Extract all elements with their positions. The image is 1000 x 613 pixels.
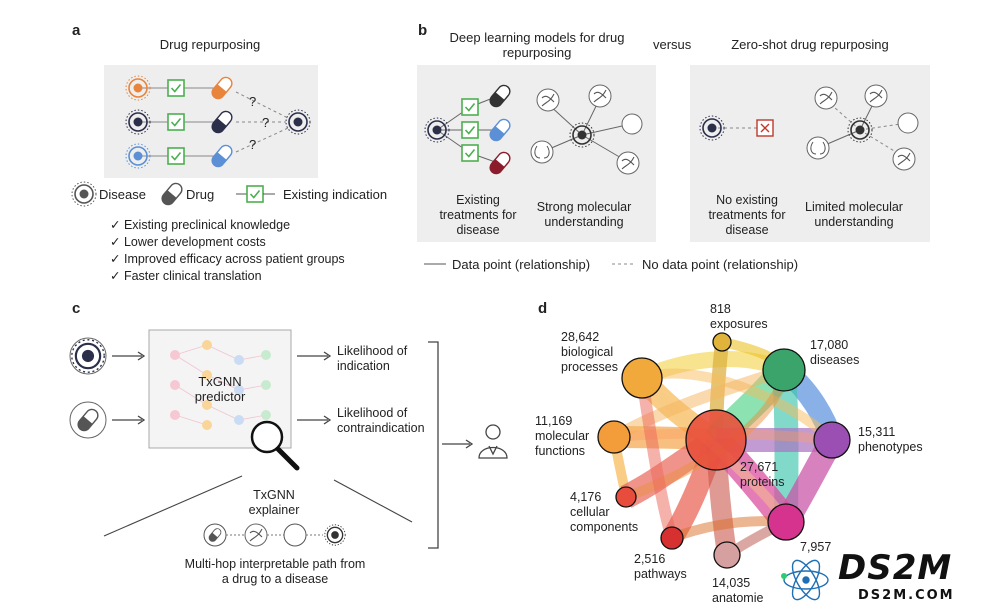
question-mark-3: ? bbox=[249, 137, 257, 152]
panel-b-title-left: Deep learning models for drug repurposin… bbox=[449, 30, 625, 60]
panel-d-letter: d bbox=[538, 300, 548, 317]
likelihood-indication: Likelihood of indication bbox=[337, 344, 408, 373]
doctor-icon bbox=[478, 424, 508, 459]
watermark-url: DS2M.COM bbox=[858, 588, 955, 603]
panel-b-right-graph bbox=[699, 84, 919, 171]
legend-disease-icon bbox=[71, 181, 97, 207]
watermark-atom-icon bbox=[781, 559, 829, 601]
label-existing-treatments: Existing treatments for disease bbox=[439, 193, 517, 237]
legend-solid-label: Data point (relationship) bbox=[452, 257, 591, 272]
legend-drug-icon bbox=[158, 180, 186, 208]
legend-indication-label: Existing indication bbox=[283, 187, 388, 202]
advantage-item: ✓ Existing preclinical knowledge bbox=[110, 218, 291, 232]
legend-dashed-label: No data point (relationship) bbox=[642, 257, 799, 272]
advantage-item: ✓ Improved efficacy across patient group… bbox=[110, 252, 345, 266]
panel-a-title: Drug repurposing bbox=[159, 37, 261, 52]
legend-check-icon bbox=[246, 185, 264, 203]
question-mark-1: ? bbox=[249, 94, 257, 109]
magnifier-icon bbox=[250, 420, 284, 454]
legend-drug-label: Drug bbox=[186, 187, 215, 202]
advantages-list: ✓ Existing preclinical knowledge ✓ Lower… bbox=[110, 217, 345, 285]
panel-b-letter: b bbox=[418, 22, 428, 39]
question-mark-2: ? bbox=[262, 115, 270, 130]
likelihood-contraindication: Likelihood of contraindication bbox=[337, 406, 425, 435]
advantage-item: ✓ Lower development costs bbox=[110, 235, 266, 249]
knowledge-graph-nodes bbox=[597, 332, 851, 569]
panel-a-rows bbox=[125, 74, 311, 170]
advantage-item: ✓ Faster clinical translation bbox=[110, 269, 262, 283]
label-strong-understanding: Strong molecular understanding bbox=[536, 200, 632, 229]
path-caption: Multi-hop interpretable path from a drug… bbox=[184, 557, 366, 586]
panel-a-letter: a bbox=[72, 22, 81, 39]
legend-disease-label: Disease bbox=[99, 187, 146, 202]
panel-b-versus: versus bbox=[653, 37, 692, 52]
label-limited-understanding: Limited molecular understanding bbox=[805, 200, 903, 229]
label-no-existing: No existing treatments for disease bbox=[708, 193, 786, 237]
predictor-label: TxGNN predictor bbox=[194, 374, 246, 404]
watermark-logo: DS2M bbox=[838, 548, 953, 588]
panel-c-letter: c bbox=[72, 300, 81, 317]
panel-b-left-graph bbox=[424, 82, 643, 177]
panel-b-title-right: Zero-shot drug repurposing bbox=[731, 37, 889, 52]
explainer-label: TxGNN explainer bbox=[248, 488, 300, 517]
node-label-partial: 7,957 bbox=[800, 540, 832, 554]
panel-c-graphics bbox=[69, 329, 508, 549]
